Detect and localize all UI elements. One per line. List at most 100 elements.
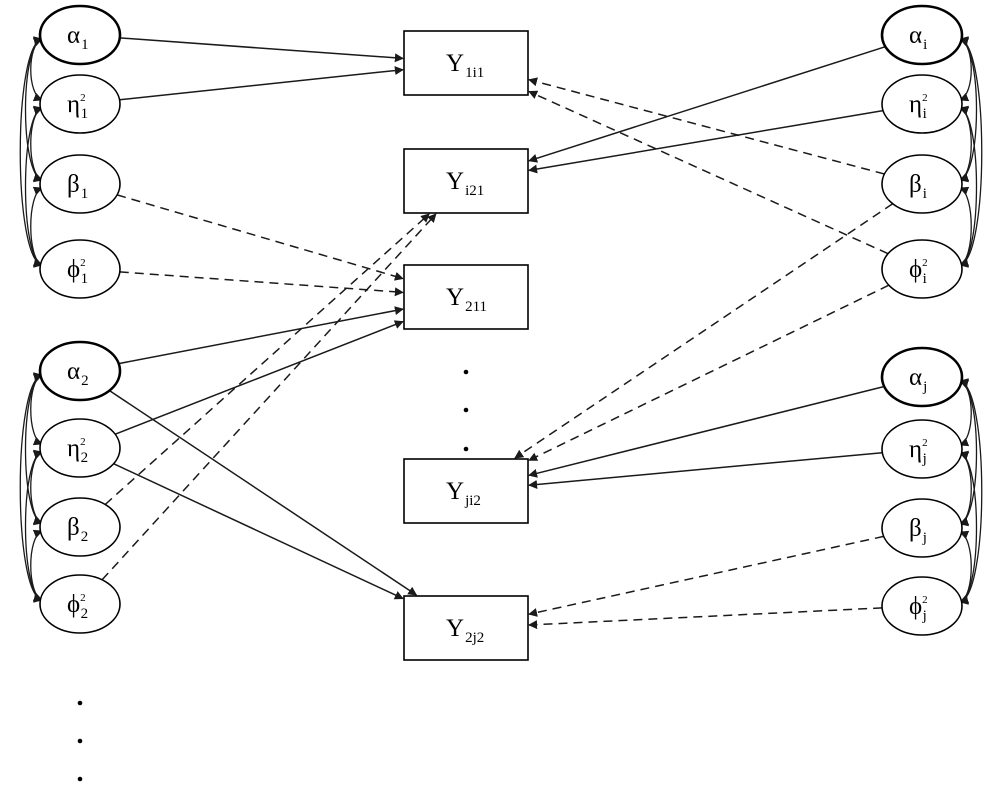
- node-label-symbol: Y: [446, 615, 464, 642]
- node-label-symbol: β: [67, 171, 80, 198]
- path-alphaj-to-Yji2: [528, 385, 885, 478]
- latent-node-betaj: βj: [881, 498, 963, 558]
- path-betai-to-Y1i1: [528, 77, 885, 175]
- node-label: αj: [909, 364, 927, 395]
- center-ellipsis: [463, 369, 469, 452]
- node-label-superscript: 2: [80, 436, 86, 448]
- node-label-superscript: 2: [922, 257, 928, 269]
- latent-node-alphai: αi: [880, 4, 964, 66]
- latent-ellipse: [881, 498, 963, 558]
- latent-ellipse: [881, 154, 963, 214]
- node-label: α1: [67, 22, 89, 53]
- node-label-symbol: ϕ: [909, 593, 922, 620]
- latent-ellipse: [39, 239, 121, 299]
- node-label-subscript: i: [923, 271, 927, 287]
- node-label-subscript: ji2: [464, 493, 481, 509]
- ellipsis-dot: [77, 700, 83, 706]
- path-betaj-to-Y2j2: [528, 535, 884, 617]
- ellipsis-dot: [463, 446, 469, 452]
- covariance-alphai-etai: [959, 37, 972, 102]
- node-label-symbol: η: [67, 91, 80, 118]
- latent-node-alpha1: α1: [38, 4, 122, 66]
- node-label-subscript: 2j2: [465, 630, 484, 646]
- latent-ellipse: [39, 418, 121, 478]
- node-label-subscript: 2: [81, 450, 89, 466]
- node-label-symbol: η: [67, 435, 80, 462]
- path-phi2-to-Yi21: [101, 213, 437, 581]
- observed-node-Y211: Y211: [403, 264, 529, 330]
- node-label-symbol: Y: [446, 284, 464, 311]
- ellipsis-layer: [77, 369, 469, 782]
- covariance-alphaj-phij: [959, 378, 983, 605]
- node-label-subscript: 1: [81, 106, 89, 122]
- covariance-beta2-phi2: [30, 529, 43, 602]
- path-betai-to-Yji2: [514, 203, 894, 459]
- latent-ellipse: [39, 574, 121, 634]
- node-label-subscript: i: [923, 106, 927, 122]
- node-label-superscript: 2: [922, 92, 928, 104]
- node-label: η2 i: [909, 91, 928, 122]
- node-label-symbol: β: [67, 514, 80, 541]
- node-label-subscript: j: [922, 608, 927, 624]
- observed-box: [403, 458, 529, 524]
- latent-ellipse: [881, 74, 963, 134]
- latent-ellipse: [39, 154, 121, 214]
- node-label-symbol: Y: [446, 168, 464, 195]
- covariance-layer: [19, 36, 983, 605]
- ellipsis-dot: [463, 369, 469, 375]
- covariance-etaj-betaj: [959, 451, 972, 526]
- node-label: Y1i1: [446, 50, 484, 81]
- latent-ellipse: [39, 74, 121, 134]
- observed-box: [403, 595, 529, 661]
- node-label-symbol: Y: [446, 478, 464, 505]
- node-label-subscript: 2: [81, 606, 89, 622]
- observed-node-Y1i1: Y1i1: [403, 30, 529, 96]
- observed-node-Yji2: Yji2: [403, 458, 529, 524]
- node-label-subscript: i21: [465, 183, 484, 199]
- bottom-left-ellipsis: [77, 700, 83, 782]
- node-label-subscript: 211: [465, 299, 487, 315]
- covariance-alpha1-eta1: [30, 37, 43, 102]
- path-phii-to-Yji2: [528, 284, 890, 461]
- node-label-symbol: η: [909, 436, 922, 463]
- node-label: α2: [67, 358, 89, 389]
- latent-node-betai: βi: [881, 154, 963, 214]
- covariance-betai-phii: [959, 186, 972, 267]
- latent-node-alphaj: αj: [880, 346, 964, 408]
- observed-node-Yi21: Yi21: [403, 148, 529, 214]
- observed-box: [403, 264, 529, 330]
- node-label-symbol: η: [909, 91, 922, 118]
- node-label: Yi21: [446, 168, 484, 199]
- node-label-subscript: j: [922, 379, 927, 395]
- latent-ellipse: [880, 4, 964, 66]
- node-label-symbol: β: [909, 515, 922, 542]
- node-label-subscript: 1: [81, 186, 89, 202]
- path-beta2-to-Yi21: [104, 213, 430, 506]
- path-beta1-to-Y211: [116, 194, 404, 281]
- node-label-symbol: α: [67, 358, 80, 385]
- path-eta1-to-Y1i1: [119, 66, 404, 101]
- covariance-alpha1-phi1: [19, 36, 43, 268]
- covariance-etai-betai: [959, 106, 972, 182]
- latent-ellipse: [39, 497, 121, 557]
- path-alpha2-to-Y211: [118, 306, 404, 365]
- node-label-symbol: Y: [446, 50, 464, 77]
- covariance-beta1-phi1: [30, 186, 43, 267]
- node-label-superscript: 2: [80, 257, 86, 269]
- path-etai-to-Yi21: [528, 109, 884, 174]
- path-layer: [101, 37, 894, 630]
- node-label: Yji2: [446, 478, 481, 509]
- node-label: βj: [909, 515, 927, 546]
- latent-ellipse: [881, 419, 963, 479]
- node-label: η2 2: [67, 435, 88, 466]
